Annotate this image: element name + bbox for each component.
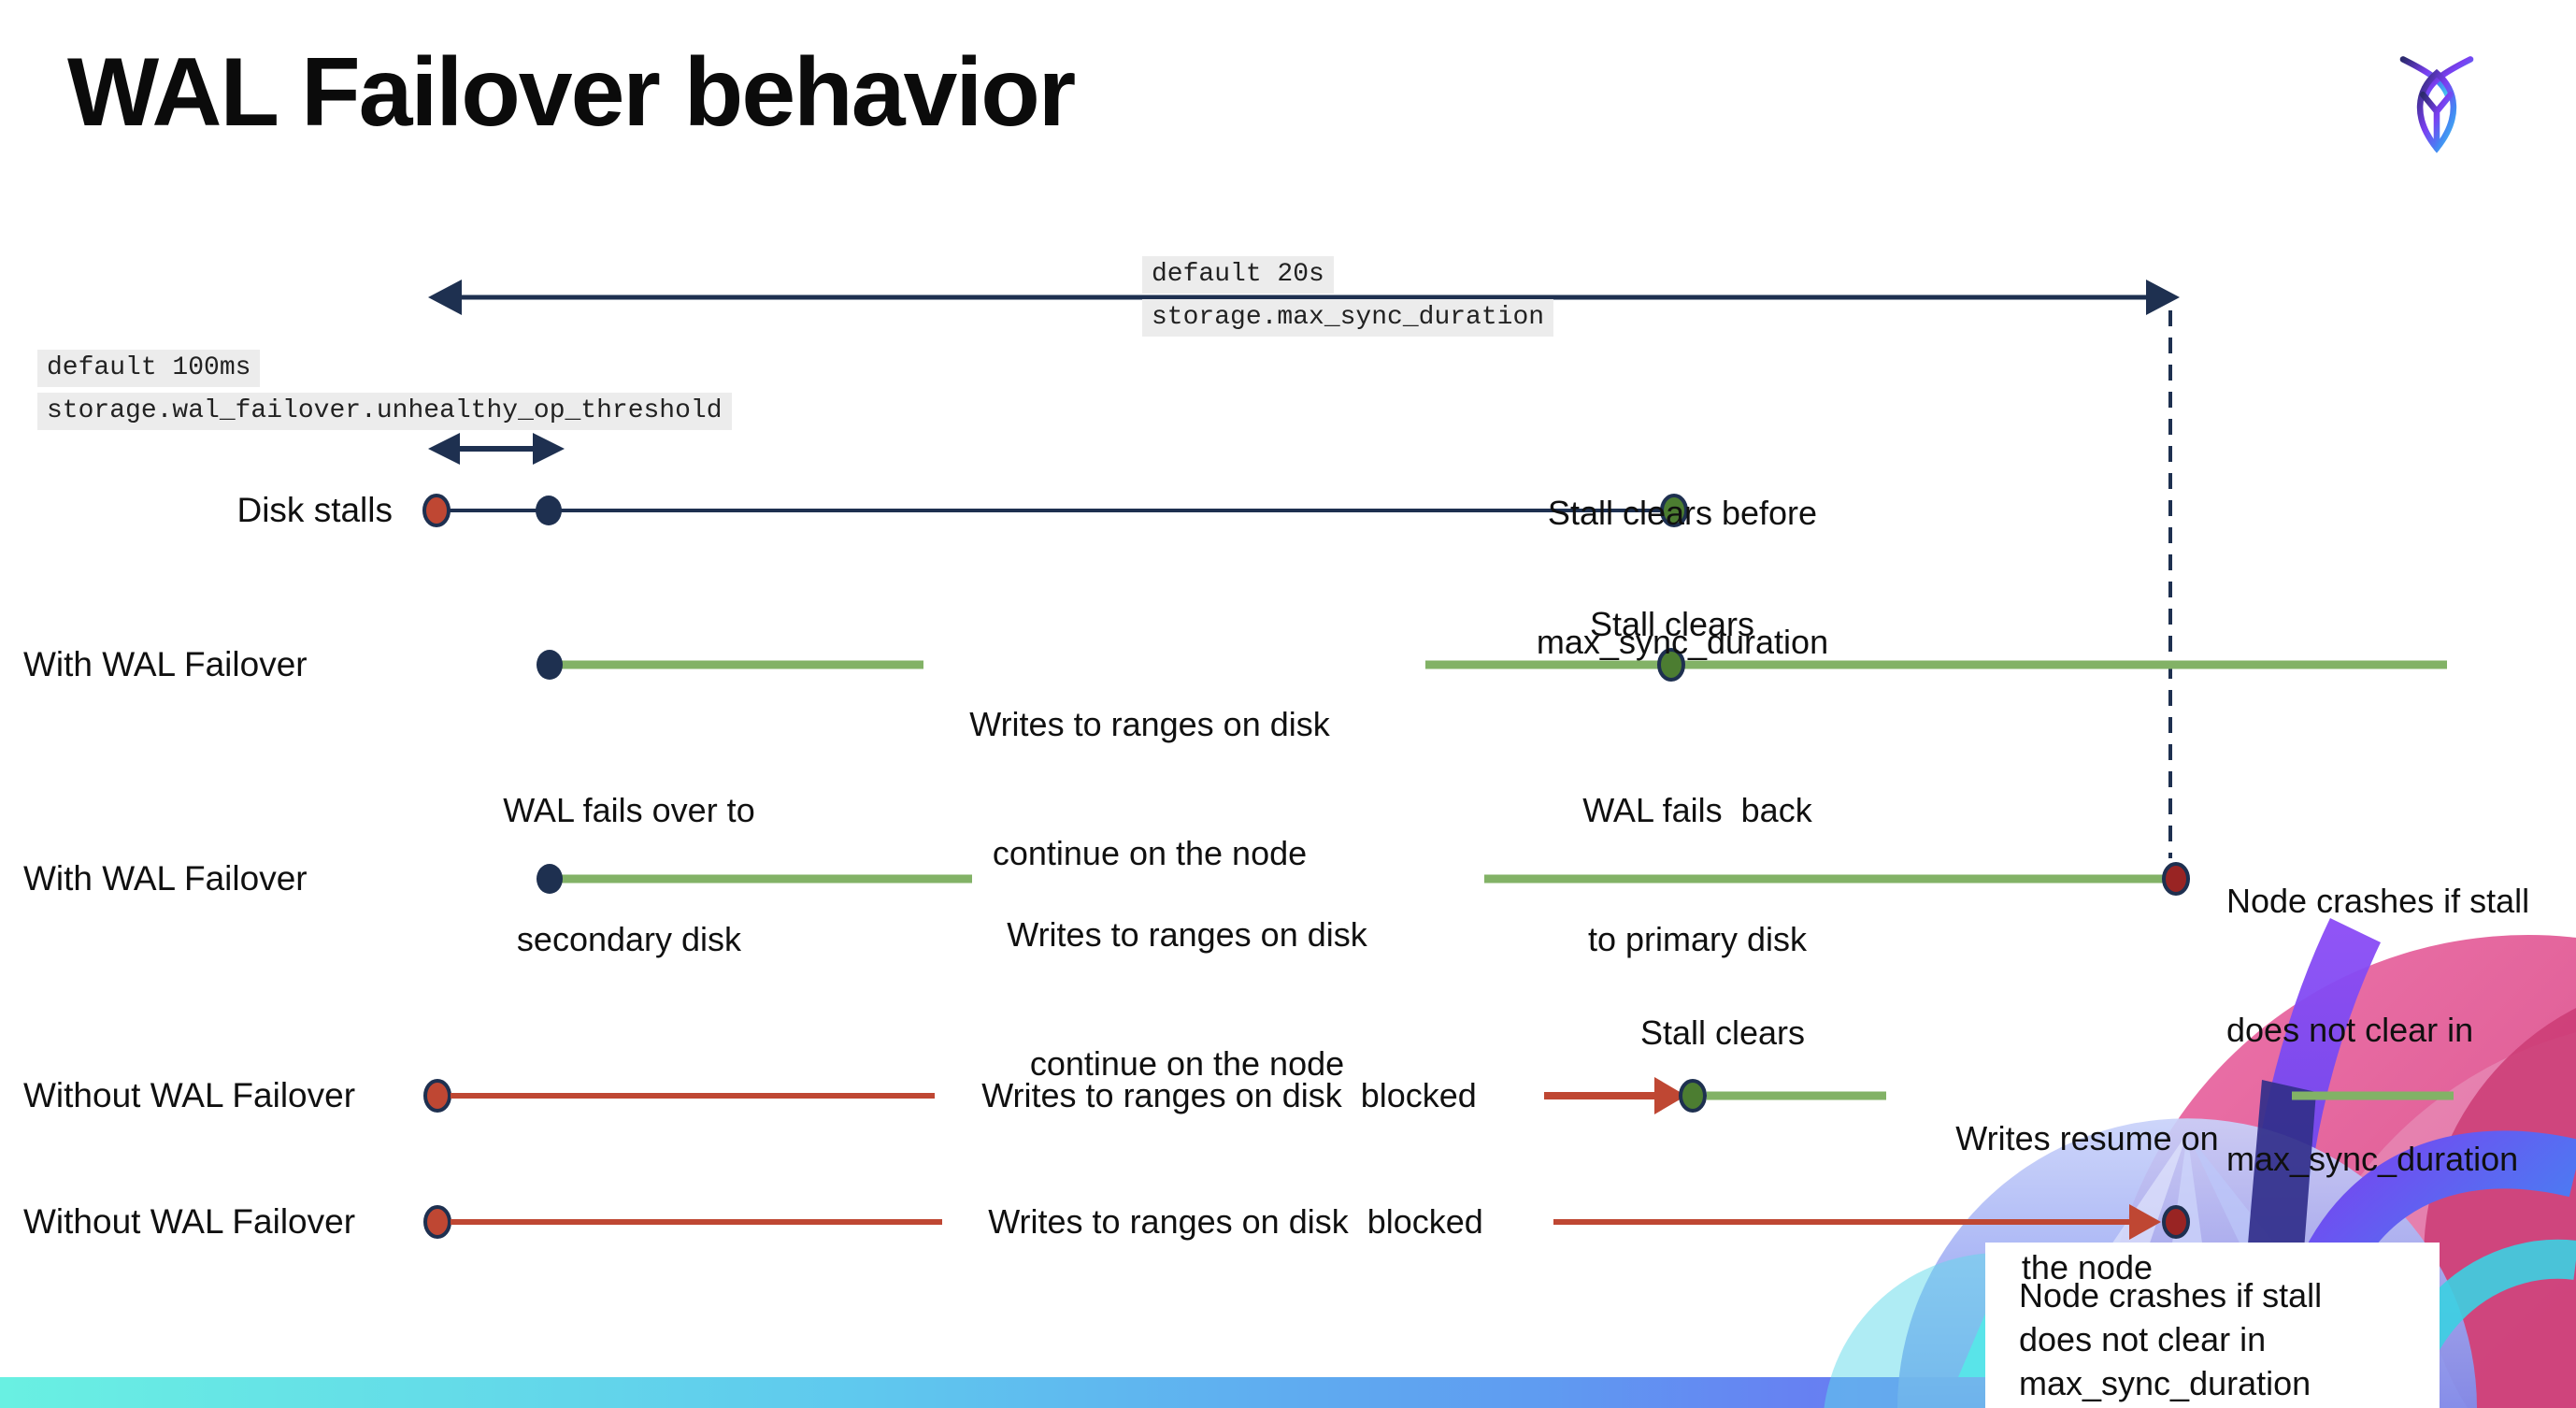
timeline-with-failover-crash (537, 862, 2190, 896)
blocked-arrowhead (1654, 1077, 1686, 1114)
note-line: Writes to ranges on disk (969, 705, 1330, 743)
stall-start-dot (423, 1079, 451, 1113)
note-line: does not clear in (2019, 1320, 2267, 1358)
note-line: to primary disk (1587, 920, 1808, 958)
node-crash-dot (2162, 1205, 2190, 1239)
stall-clears-dot (1660, 494, 1688, 527)
note-wal-fails-back: WAL fails back to primary disk (1582, 703, 1811, 1047)
note-line: Writes to ranges on disk (1007, 915, 1367, 954)
note-line: continue on the node (992, 834, 1308, 872)
note-line: does not clear in (2226, 1011, 2474, 1049)
note-writes-resume: Writes resume on the node (1955, 1031, 2218, 1375)
note-line: max_sync_duration (2226, 1140, 2519, 1178)
note-line: continue on the node (1029, 1044, 1345, 1083)
note-line: Stall clears before (1547, 494, 1818, 532)
stall-clears-dot (1657, 648, 1685, 682)
max-sync-default-chip: default 20s (1142, 256, 1334, 294)
unhealthy-op-threshold-arrow (428, 433, 565, 465)
note-line: WAL fails back (1582, 791, 1812, 829)
row-label-disk-stalls: Disk stalls (236, 491, 393, 529)
timeline-without-failover-crash (423, 1204, 2190, 1240)
cockroachdb-logo-icon (2398, 49, 2475, 159)
timeline-disk-stalls (422, 494, 1688, 527)
unhealthy-name-chip: storage.wal_failover.unhealthy_op_thresh… (37, 393, 732, 430)
node-crash-dot (2162, 862, 2190, 896)
note-writes-blocked-2: Writes to ranges on disk blocked (988, 1202, 1483, 1241)
note-stall-clears-1: Stall clears (1589, 605, 1755, 643)
row-label-without-wal-failover-1: Without WAL Failover (23, 1076, 356, 1114)
note-node-crashes-1: Node crashes if stall does not clear in … (2226, 794, 2529, 1267)
note-wal-fails-over: WAL fails over to secondary disk (503, 703, 754, 1047)
timeline-without-failover-clears (423, 1077, 2454, 1114)
row-label-with-wal-failover-1: With WAL Failover (23, 645, 308, 683)
page-title: WAL Failover behavior (67, 38, 1076, 147)
row-label-without-wal-failover-2: Without WAL Failover (23, 1202, 356, 1241)
max-sync-name-chip: storage.max_sync_duration (1142, 299, 1554, 337)
note-line: Node crashes if stall (2226, 882, 2530, 920)
note-stall-clears-before: Stall clears before max_sync_duration (1537, 406, 1828, 750)
threshold-dot (536, 496, 562, 525)
failover-dot (537, 650, 563, 680)
note-line: WAL fails over to (503, 791, 755, 829)
note-writes-continue-1: Writes to ranges on disk continue on the… (969, 617, 1330, 961)
row-label-with-wal-failover-2: With WAL Failover (23, 859, 308, 898)
note-writes-continue-2: Writes to ranges on disk continue on the… (1007, 827, 1367, 1171)
timeline-with-failover-clears (537, 648, 2447, 682)
note-line: secondary disk (516, 920, 742, 958)
max-sync-duration-setting: default 20s storage.max_sync_duration (1142, 256, 1554, 337)
note-line: Writes resume on (1955, 1119, 2219, 1157)
stall-start-dot (423, 1205, 451, 1239)
max-sync-duration-arrow (428, 280, 2180, 315)
crash-note-box: Node crashes if stall does not clear in … (1985, 1243, 2440, 1408)
unhealthy-default-chip: default 100ms (37, 350, 261, 387)
note-stall-clears-2: Stall clears (1639, 1013, 1806, 1052)
stall-clears-dot (1679, 1079, 1707, 1113)
note-line: Node crashes if stall (2019, 1276, 2323, 1315)
note-writes-blocked-1: Writes to ranges on disk blocked (981, 1076, 1477, 1114)
blocked-arrowhead (2129, 1204, 2161, 1240)
note-line: the node (2021, 1248, 2154, 1286)
unhealthy-op-threshold-setting: default 100ms storage.wal_failover.unhea… (37, 350, 732, 430)
failover-dot (537, 864, 563, 894)
note-line: max_sync_duration (2019, 1364, 2311, 1402)
note-line: max_sync_duration (1536, 623, 1829, 661)
stall-start-dot (422, 494, 451, 527)
